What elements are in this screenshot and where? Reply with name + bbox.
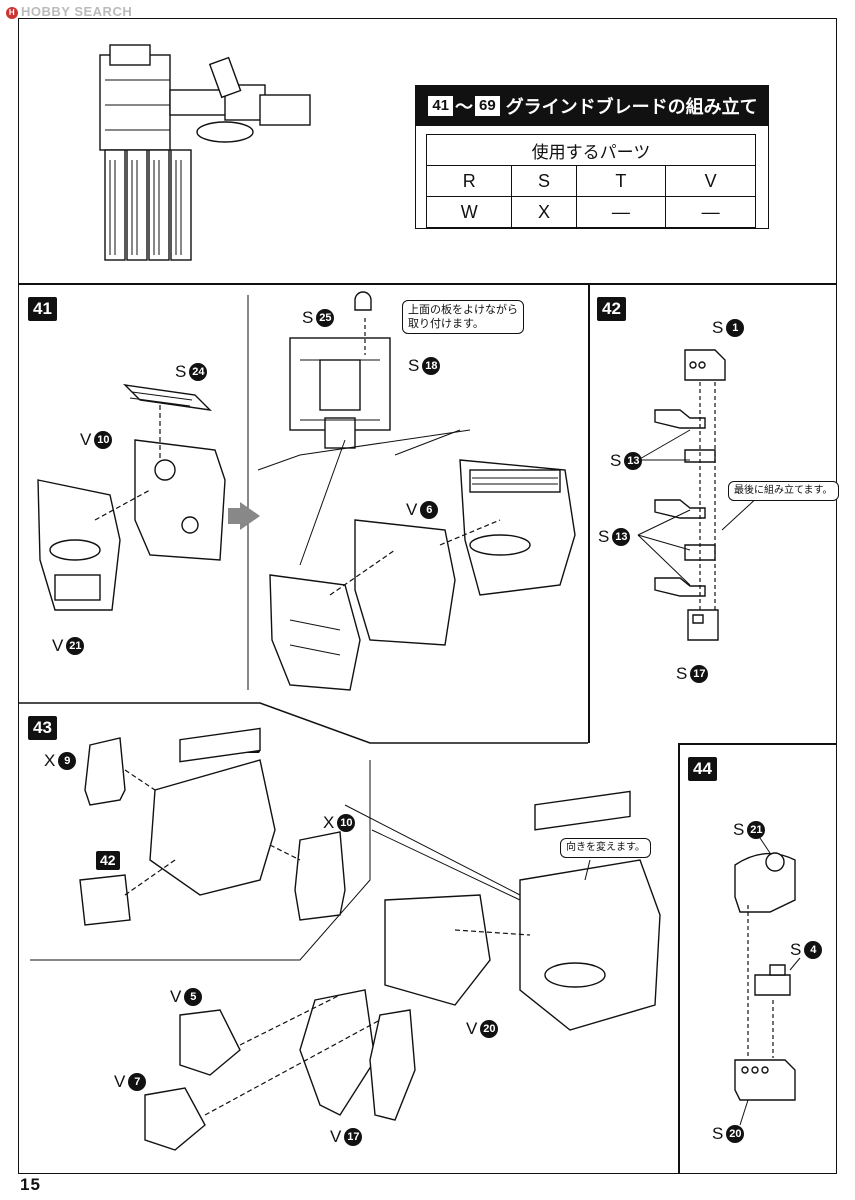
divider-44-top xyxy=(678,743,837,745)
part-number: 17 xyxy=(344,1128,363,1146)
parts-box-header: 41 〜 69 グラインドブレードの組み立て xyxy=(416,86,768,126)
parts-cell: R xyxy=(425,165,513,197)
part-number: 9 xyxy=(58,752,77,770)
step-44-badge: 44 xyxy=(688,757,717,781)
step-43-ref-42-badge: 42 xyxy=(96,851,120,870)
step-41-callout: 上面の板をよけながら 取り付けます。 xyxy=(402,300,524,334)
step-42-callout: 最後に組み立てます。 xyxy=(728,481,839,501)
parts-cell: W xyxy=(425,196,513,228)
part-number: 25 xyxy=(316,309,335,327)
step-42-badge: 42 xyxy=(597,297,626,321)
part-number: 5 xyxy=(184,988,203,1006)
parts-cell: X xyxy=(511,196,577,228)
step-41-direction-arrow-icon xyxy=(240,502,260,530)
part-number: 10 xyxy=(94,431,113,449)
parts-table: 使用するパーツ R S T V W X — — xyxy=(425,134,756,228)
part-number: 13 xyxy=(612,528,631,546)
watermark-text: HOBBY SEARCH xyxy=(21,4,133,19)
part-number: 10 xyxy=(337,814,356,832)
step-43-badge: 43 xyxy=(28,716,57,740)
part-number: 21 xyxy=(66,637,85,655)
parts-row: W X — — xyxy=(425,196,756,228)
hobby-search-logo-icon: H xyxy=(6,6,18,19)
part-number: 17 xyxy=(690,665,709,683)
part-number: 13 xyxy=(624,452,643,470)
divider-41-42 xyxy=(588,283,590,743)
page-frame xyxy=(18,18,837,1174)
parts-cell: — xyxy=(665,196,756,228)
parts-cell: — xyxy=(575,196,667,228)
parts-box-title: グラインドブレードの組み立て xyxy=(505,97,758,117)
part-number: 1 xyxy=(726,319,745,337)
divider-top xyxy=(18,283,837,285)
divider-44-left xyxy=(678,743,680,1173)
page-number: 15 xyxy=(20,1175,41,1194)
parts-list-box: 41 〜 69 グラインドブレードの組み立て 使用するパーツ R S T V W… xyxy=(415,85,769,229)
part-number: 21 xyxy=(747,821,766,839)
part-number: 20 xyxy=(480,1020,499,1038)
parts-cell: S xyxy=(511,165,577,197)
step-41-arrow-stem xyxy=(228,508,242,524)
part-number: 6 xyxy=(420,501,439,519)
range-end-badge: 69 xyxy=(475,96,500,116)
parts-table-subtitle: 使用するパーツ xyxy=(426,134,756,166)
step-43-callout: 向きを変えます。 xyxy=(560,838,651,858)
parts-row: R S T V xyxy=(425,165,756,197)
part-number: 20 xyxy=(726,1125,745,1143)
parts-cell: T xyxy=(575,165,667,197)
part-number: 4 xyxy=(804,941,823,959)
grind-blade-assembled-illustration xyxy=(99,44,311,261)
range-start-badge: 41 xyxy=(428,96,453,116)
part-number: 24 xyxy=(189,363,208,381)
range-separator: 〜 xyxy=(455,97,473,117)
step-41-badge: 41 xyxy=(28,297,57,321)
part-number: 18 xyxy=(422,357,441,375)
part-number: 7 xyxy=(128,1073,147,1091)
